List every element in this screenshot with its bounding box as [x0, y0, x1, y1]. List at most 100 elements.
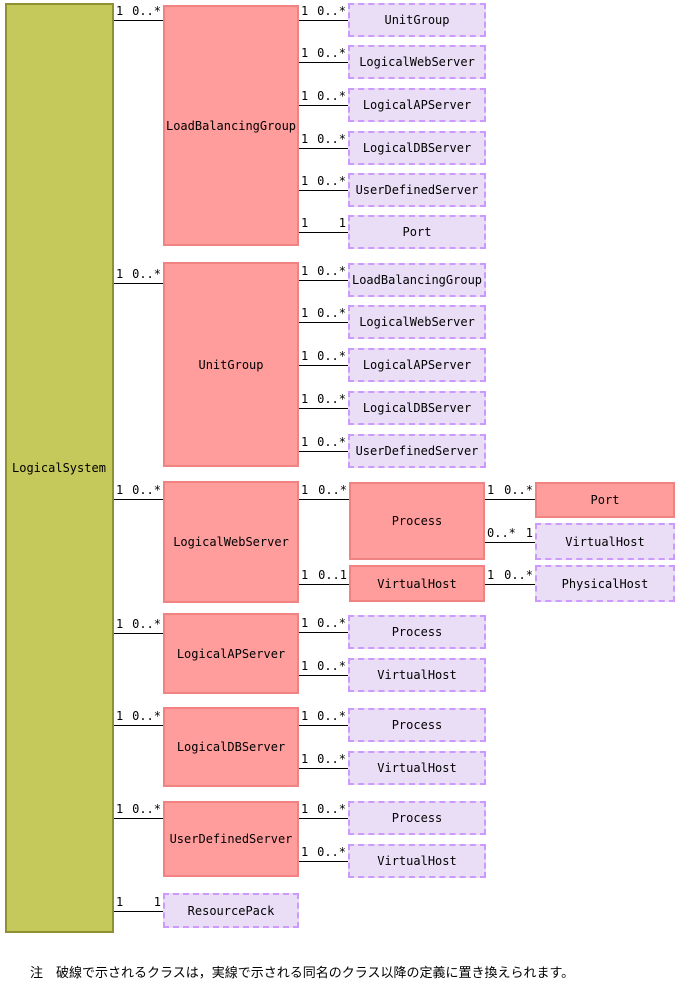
class-label: LogicalDBServer: [362, 141, 472, 155]
multiplicity-source-aps-to-process: 1: [301, 616, 309, 630]
connector-lbg-to-unit-group: [299, 20, 348, 21]
class-label: ResourcePack: [187, 903, 275, 918]
class-box-process-port: Port: [535, 482, 675, 518]
multiplicity-source-ls-to-resource-pack: 1: [116, 895, 124, 909]
class-label: Process: [391, 718, 443, 732]
multiplicity-source-ug-to-logical-db-server: 1: [301, 392, 309, 406]
class-label: LogicalSystem: [12, 461, 106, 475]
multiplicity-target-ls-to-unit-group: 0..*: [132, 267, 161, 281]
connector-uds-to-process: [299, 818, 348, 819]
multiplicity-target-ug-to-logical-db-server: 0..*: [317, 392, 346, 406]
class-label: LogicalWebServer: [359, 55, 475, 69]
connector-ls-to-logical-db-server: [114, 725, 163, 726]
multiplicity-target-lbg-to-user-defined-server: 0..*: [317, 174, 346, 188]
connector-ug-to-user-defined-server: [299, 451, 348, 452]
multiplicity-target-lws-to-process: 0..*: [318, 483, 347, 497]
class-label: VirtualHost: [377, 576, 457, 591]
connector-lbg-to-port: [299, 232, 348, 233]
multiplicity-source-uds-to-process: 1: [301, 802, 309, 816]
class-box-uds-process: Process: [348, 801, 486, 835]
class-box-unit-group: UnitGroup: [163, 262, 299, 467]
class-label: VirtualHost: [377, 854, 457, 868]
class-box-lbg-user-defined-server: UserDefinedServer: [348, 173, 486, 207]
class-label: Port: [590, 493, 620, 507]
connector-lws-to-virtual-host: [299, 584, 349, 585]
class-label: Process: [391, 625, 443, 639]
multiplicity-target-lbg-to-logical-db-server: 0..*: [317, 132, 346, 146]
class-label: LogicalAPServer: [362, 358, 472, 372]
multiplicity-target-process-to-port: 0..*: [504, 483, 533, 497]
multiplicity-target-ls-to-load-balancing-group: 0..*: [132, 4, 161, 18]
multiplicity-source-lbg-to-logical-ap-server: 1: [301, 89, 309, 103]
class-label: UnitGroup: [384, 13, 450, 27]
class-box-lbg-unit-group: UnitGroup: [348, 3, 486, 37]
class-box-ug-logical-web-server: LogicalWebServer: [348, 305, 486, 339]
class-label: UserDefinedServer: [169, 832, 293, 846]
multiplicity-target-process-to-virtual-host: 1: [525, 526, 533, 540]
multiplicity-source-ug-to-user-defined-server: 1: [301, 435, 309, 449]
class-box-resource-pack: ResourcePack: [163, 893, 299, 928]
multiplicity-target-ug-to-logical-web-server: 0..*: [317, 306, 346, 320]
class-box-load-balancing-group: LoadBalancingGroup: [163, 5, 299, 246]
multiplicity-target-ls-to-resource-pack: 1: [153, 895, 161, 909]
multiplicity-target-lbg-to-logical-ap-server: 0..*: [317, 89, 346, 103]
connector-lws-to-process: [299, 499, 349, 500]
class-label: Port: [402, 225, 432, 239]
multiplicity-source-lbg-to-logical-db-server: 1: [301, 132, 309, 146]
class-label: LogicalDBServer: [176, 740, 286, 754]
multiplicity-source-ls-to-logical-web-server: 1: [116, 483, 124, 497]
class-label: VirtualHost: [377, 668, 457, 682]
multiplicity-source-vh-to-physical-host: 1: [487, 568, 495, 582]
multiplicity-target-ug-to-load-balancing-group: 0..*: [317, 264, 346, 278]
connector-ls-to-unit-group: [114, 283, 163, 284]
class-box-dbs-virtual-host: VirtualHost: [348, 751, 486, 785]
class-box-ug-logical-db-server: LogicalDBServer: [348, 391, 486, 425]
connector-vh-to-physical-host: [485, 584, 535, 585]
class-box-logical-web-server: LogicalWebServer: [163, 481, 299, 603]
class-box-lbg-logical-web-server: LogicalWebServer: [348, 45, 486, 79]
class-label: UserDefinedServer: [355, 183, 479, 197]
multiplicity-source-ug-to-load-balancing-group: 1: [301, 264, 309, 278]
connector-ug-to-logical-web-server: [299, 322, 348, 323]
multiplicity-source-ls-to-logical-db-server: 1: [116, 709, 124, 723]
multiplicity-source-lbg-to-port: 1: [301, 216, 309, 230]
multiplicity-target-ls-to-logical-ap-server: 0..*: [132, 617, 161, 631]
multiplicity-target-dbs-to-virtual-host: 0..*: [317, 752, 346, 766]
multiplicity-target-ug-to-logical-ap-server: 0..*: [317, 349, 346, 363]
class-box-lws-process: Process: [349, 482, 485, 560]
class-box-ug-user-defined-server: UserDefinedServer: [348, 434, 486, 468]
class-box-ug-load-balancing-group: LoadBalancingGroup: [348, 263, 486, 297]
multiplicity-source-ug-to-logical-ap-server: 1: [301, 349, 309, 363]
multiplicity-target-vh-to-physical-host: 0..*: [504, 568, 533, 582]
multiplicity-source-ls-to-logical-ap-server: 1: [116, 617, 124, 631]
class-box-dbs-process: Process: [348, 708, 486, 742]
multiplicity-source-lbg-to-unit-group: 1: [301, 4, 309, 18]
multiplicity-source-lws-to-process: 1: [301, 483, 309, 497]
class-label: LoadBalancingGroup: [165, 118, 297, 133]
multiplicity-target-uds-to-process: 0..*: [317, 802, 346, 816]
connector-lbg-to-logical-ap-server: [299, 105, 348, 106]
class-label: VirtualHost: [377, 761, 457, 775]
connector-ls-to-logical-ap-server: [114, 633, 163, 634]
connector-ls-to-logical-web-server: [114, 499, 163, 500]
class-label: LogicalDBServer: [362, 401, 472, 415]
connector-lbg-to-user-defined-server: [299, 190, 348, 191]
connector-ug-to-logical-db-server: [299, 408, 348, 409]
multiplicity-source-process-to-port: 1: [487, 483, 495, 497]
multiplicity-source-dbs-to-virtual-host: 1: [301, 752, 309, 766]
connector-ls-to-load-balancing-group: [114, 20, 163, 21]
multiplicity-source-process-to-virtual-host: 0..*: [487, 526, 516, 540]
connector-lbg-to-logical-web-server: [299, 62, 348, 63]
connector-dbs-to-virtual-host: [299, 768, 348, 769]
connector-ls-to-resource-pack: [114, 911, 163, 912]
class-label: LogicalAPServer: [362, 98, 472, 112]
class-box-logical-system: LogicalSystem: [5, 3, 114, 933]
multiplicity-target-ug-to-user-defined-server: 0..*: [317, 435, 346, 449]
connector-process-to-port: [485, 499, 535, 500]
class-label: LogicalWebServer: [173, 535, 289, 549]
multiplicity-source-ls-to-unit-group: 1: [116, 267, 124, 281]
multiplicity-source-lws-to-virtual-host: 1: [301, 568, 309, 582]
multiplicity-source-ls-to-user-defined-server: 1: [116, 802, 124, 816]
connector-aps-to-process: [299, 632, 348, 633]
class-label: LogicalWebServer: [359, 315, 475, 329]
